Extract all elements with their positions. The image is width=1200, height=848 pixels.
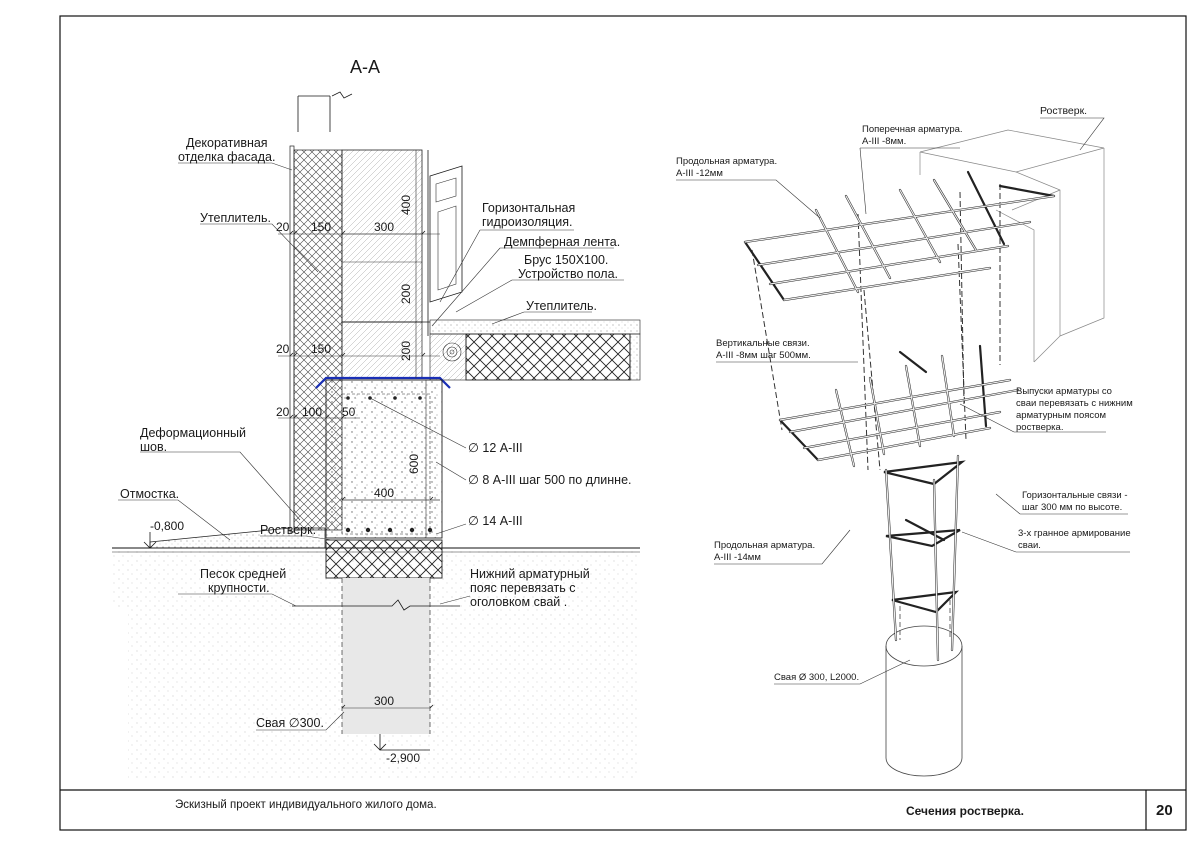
title-sheet-name: Сечения ростверка.: [906, 804, 1024, 818]
dim-400a: 400: [399, 195, 413, 215]
axo-label-long-top-2: А-III -12мм: [676, 168, 723, 179]
dimension-texts: 20 150 300 400 200 20 150 200 20 100 50 …: [276, 195, 421, 708]
label-joint-1: Деформационный: [140, 426, 246, 440]
sand-bed: [325, 539, 443, 579]
grillage-box: [919, 129, 1105, 363]
lower-rebar-mesh: [778, 344, 1020, 468]
floor-insulation: [465, 333, 631, 381]
axo-label-outlets-4: ростверка.: [1016, 422, 1063, 433]
axo-label-triangular-1: 3-х гранное армирование: [1018, 528, 1131, 539]
dim-300b: 300: [374, 694, 394, 708]
label-lower-belt-3: оголовком свай .: [470, 595, 567, 609]
grillage: [325, 379, 443, 539]
pile-cylinder: [885, 600, 963, 777]
title-sheet-number: 20: [1156, 802, 1173, 819]
level-marks: -0,800 -2,900: [143, 519, 430, 765]
axo-label-vertical-2: А-III -8мм шаг 500мм.: [716, 350, 811, 361]
dim-150a: 150: [311, 220, 331, 234]
axo-label-horizontal-1: Горизонтальные связи -: [1022, 490, 1127, 501]
dim-400b: 400: [374, 486, 394, 500]
level-pile-tip: -2,900: [386, 751, 420, 765]
label-facade-1: Декоративная: [186, 136, 268, 150]
dim-50: 50: [342, 405, 356, 419]
axo-label-grillage: Ростверк.: [1040, 105, 1087, 117]
dimension-lines: [278, 150, 440, 709]
facade-finish: [289, 145, 295, 533]
label-rebar-14: ∅ 14 А-III: [468, 514, 523, 528]
label-insulation-floor: Утеплитель.: [526, 299, 597, 313]
pile-section: [342, 578, 430, 734]
section-leaders: [118, 162, 624, 731]
axo-label-outlets-2: сваи перевязать с нижним: [1016, 398, 1133, 409]
label-rebar-12: ∅ 12 А-III: [468, 441, 523, 455]
axo-label-long-bottom-2: А-III -14мм: [714, 552, 761, 563]
waterproofing-line: [315, 376, 451, 389]
dim-300a: 300: [374, 220, 394, 234]
label-blind-area: Отмостка.: [120, 487, 179, 501]
axo-label-vertical-1: Вертикальные связи.: [716, 338, 810, 349]
vertical-ties: [751, 184, 1001, 471]
label-damper: Демпферная лента.: [504, 235, 620, 249]
dim-20c: 20: [276, 405, 290, 419]
axo-label-transverse-2: А-III -8мм.: [862, 136, 906, 147]
dim-200a: 200: [399, 284, 413, 304]
axo-leaders: [676, 117, 1130, 685]
label-grillage: Ростверк.: [260, 523, 316, 537]
axo-label-long-bottom-1: Продольная арматура.: [714, 540, 815, 551]
axo-label-pile: Свая Ø 300, L2000.: [774, 672, 859, 683]
label-facade-2: отделка фасада.: [178, 150, 275, 164]
axo-label-outlets-3: арматурным поясом: [1016, 410, 1106, 421]
label-floor: Устройство пола.: [518, 267, 618, 281]
dim-150b: 150: [311, 342, 331, 356]
label-insulation-wall: Утеплитель.: [200, 211, 271, 225]
label-waterproofing-1: Горизонтальная: [482, 201, 575, 215]
label-joint-2: шов.: [140, 440, 167, 454]
axo-label-long-top-1: Продольная арматура.: [676, 156, 777, 167]
label-rebar-8: ∅ 8 А-III шаг 500 по длинне.: [468, 473, 632, 487]
dim-600: 600: [407, 454, 421, 474]
section-title: А-А: [350, 57, 380, 77]
wall-body: [341, 149, 423, 323]
axo-label-triangular-2: сваи.: [1018, 540, 1041, 551]
dim-20a: 20: [276, 220, 290, 234]
floor-beam: [341, 321, 423, 379]
dim-200b: 200: [399, 341, 413, 361]
label-beam: Брус 150Х100.: [524, 253, 608, 267]
title-project: Эскизный проект индивидуального жилого д…: [175, 799, 437, 811]
dim-20b: 20: [276, 342, 290, 356]
axo-label-outlets-1: Выпуски арматуры со: [1016, 386, 1112, 397]
label-lower-belt-2: пояс перевязать с: [470, 581, 575, 595]
floor-finish: [429, 319, 641, 335]
level-ground: -0,800: [150, 519, 184, 533]
label-lower-belt-1: Нижний арматурный: [470, 567, 590, 581]
upper-rebar-mesh: [743, 170, 1056, 302]
label-sand-1: Песок средней: [200, 567, 286, 581]
axo-label-horizontal-2: шаг 300 мм по высоте.: [1022, 502, 1122, 513]
dim-100: 100: [302, 405, 322, 419]
axonometric-view: Ростверк. Поперечная арматура. А-III -8м…: [676, 105, 1133, 777]
label-pile: Свая ∅300.: [256, 716, 324, 730]
label-sand-2: крупности.: [208, 581, 270, 595]
title-block: Эскизный проект индивидуального жилого д…: [175, 799, 1173, 819]
pile-cage: [883, 454, 966, 662]
axo-label-transverse-1: Поперечная арматура.: [862, 124, 963, 135]
sheet-frame: [59, 15, 1187, 831]
label-waterproofing-2: гидроизоляция.: [482, 215, 572, 229]
section-a-a: А-А: [112, 57, 641, 780]
